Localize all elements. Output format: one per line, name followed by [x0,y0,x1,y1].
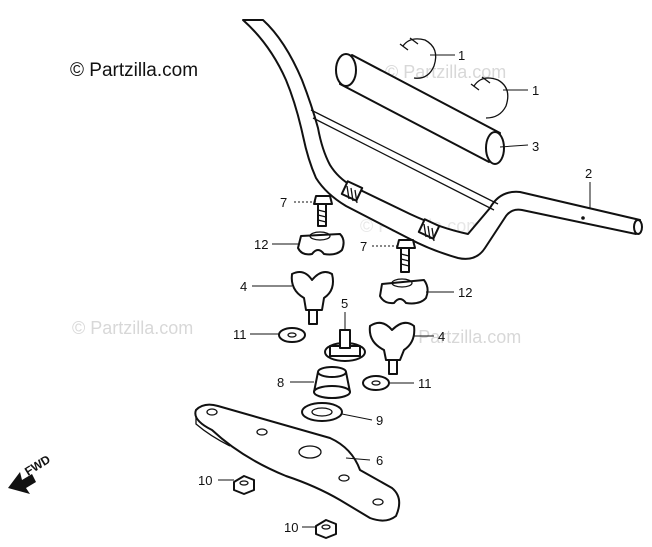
bolt [396,239,416,273]
callout-handlebar-holder: 4 [438,329,445,344]
callout-upper-holder: 12 [458,285,472,300]
fwd-label: FWD [22,452,53,479]
callout-bridge-plate: 6 [376,453,383,468]
bridge-plate [194,403,401,522]
watermark: © Partzilla.com [385,62,506,82]
nut [233,475,255,495]
pad-clip [470,76,509,119]
rubber-bushing [313,366,351,399]
upper-holder [379,278,429,305]
callout-bolt: 7 [360,239,367,254]
callout-nut: 10 [284,520,298,535]
washer-plate [301,402,343,422]
callout-washer: 11 [233,327,247,342]
upper-holder [297,231,345,256]
fwd-arrow-icon [8,472,36,494]
callout-bolt: 7 [280,195,287,210]
stud-nut [324,329,366,362]
callout-washer-plate: 9 [376,413,383,428]
callout-pad-clip: 1 [458,48,465,63]
callout-washer: 11 [418,376,432,391]
handlebar-pad [335,53,505,165]
callout-handlebar-holder: 4 [240,279,247,294]
watermark: © Partzilla.com [72,318,193,338]
callout-handlebar: 2 [585,166,592,181]
nut [315,519,337,539]
callout-pad-clip: 1 [532,83,539,98]
handlebar [242,19,643,260]
callout-handlebar-pad: 3 [532,139,539,154]
callout-upper-holder: 12 [254,237,268,252]
callout-nut: 10 [198,473,212,488]
pad-clip [399,37,437,79]
handlebar-holder [290,271,334,325]
handlebar-holder [368,321,416,375]
callout-rubber-bushing: 8 [277,375,284,390]
callout-stud-nut: 5 [341,296,348,311]
washer [362,375,390,391]
copyright-text: © Partzilla.com [70,60,198,81]
watermark: © Partzilla.com [400,327,521,347]
bolt [313,195,333,227]
washer [278,327,306,343]
